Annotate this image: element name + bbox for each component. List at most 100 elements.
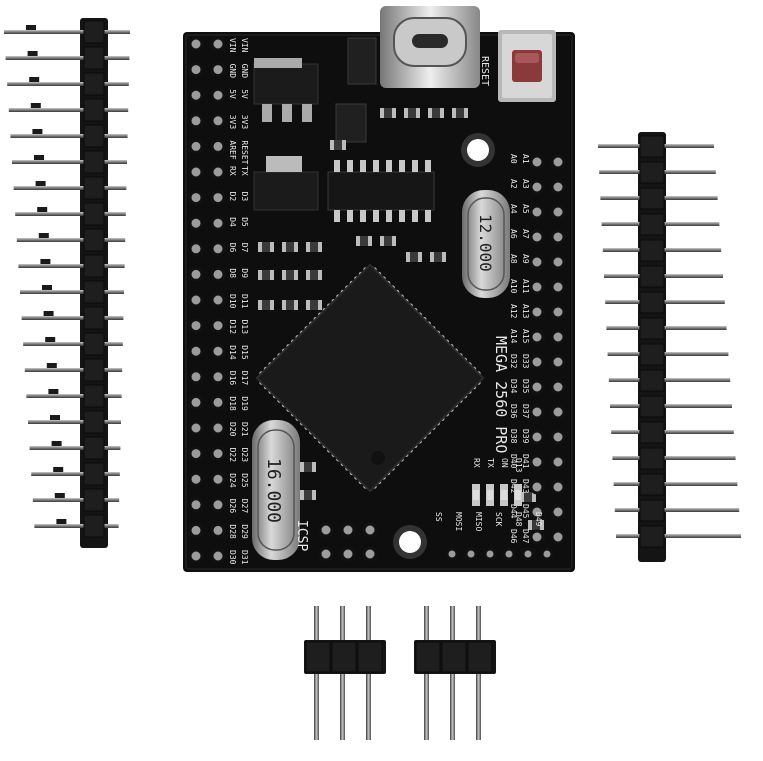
- pin-label: A15: [521, 329, 530, 344]
- pin-pad: [550, 254, 566, 270]
- pin-pad: [210, 318, 226, 334]
- pin-label: SCK: [494, 512, 503, 527]
- pin-pad: [188, 369, 204, 385]
- regulator-chip-2: [253, 171, 319, 211]
- header-pin: [612, 456, 736, 460]
- pin-pad: [210, 266, 226, 282]
- pin-label: RX: [228, 166, 237, 176]
- header-pin: [610, 404, 732, 408]
- pin-pad: [210, 497, 226, 513]
- pin-label: A9: [521, 254, 530, 264]
- icsp-label: ICSP: [294, 520, 309, 551]
- pin-pad: [188, 522, 204, 538]
- pin-pad: [529, 279, 545, 295]
- pin-pad: [445, 547, 459, 561]
- pin-pad: [483, 547, 497, 561]
- pin-label: D6: [228, 243, 237, 253]
- pin-pad: [210, 292, 226, 308]
- pin-pad: [521, 547, 535, 561]
- pin-label: A5: [521, 204, 530, 214]
- pin-pad: [210, 87, 226, 103]
- header-pin: [23, 342, 123, 346]
- right-pin-header: [598, 132, 741, 562]
- pin-pad: [529, 229, 545, 245]
- reset-button: [498, 30, 556, 102]
- pin-label: D19: [240, 396, 249, 411]
- crystal-12mhz: 12.000: [462, 190, 510, 298]
- pin-pad: [550, 479, 566, 495]
- pin-pad: [188, 87, 204, 103]
- pin-label: AREF: [228, 140, 237, 159]
- header-pin: [8, 108, 129, 112]
- pin-pad: [210, 36, 226, 52]
- pin-pad: [529, 154, 545, 170]
- pin-label: D26: [228, 499, 237, 514]
- pin-pad: [188, 138, 204, 154]
- pin-pad: [188, 497, 204, 513]
- small-pin-header-left: [304, 606, 386, 740]
- pin-pad: [550, 429, 566, 445]
- pin-pad: [550, 354, 566, 370]
- small-pin-header-right: [414, 606, 496, 740]
- pin-pad: [210, 62, 226, 78]
- pin-label: D43: [521, 479, 530, 494]
- header-pin: [28, 420, 121, 424]
- pin-label: A10: [509, 279, 518, 294]
- pin-label: TX: [240, 166, 249, 176]
- pin-pad: [188, 446, 204, 462]
- pin-pad: [529, 179, 545, 195]
- crystal-16mhz: 16.000: [252, 420, 300, 560]
- icsp-pad: [340, 546, 356, 562]
- icsp-pad: [318, 522, 334, 538]
- pin-label: MOSI: [454, 512, 463, 531]
- pin-pad: [529, 204, 545, 220]
- crystal-aux-label: 12.000: [476, 214, 495, 272]
- pin-label: A6: [509, 229, 518, 239]
- pin-label: D18: [228, 396, 237, 411]
- pin-label: D13: [240, 320, 249, 335]
- pin-label: D49: [534, 512, 543, 527]
- header-pin: [607, 352, 729, 356]
- pin-pad: [529, 379, 545, 395]
- pin-pad: [550, 529, 566, 545]
- pin-pad: [550, 204, 566, 220]
- header-pin: [4, 30, 130, 34]
- pin-label: D37: [521, 404, 530, 419]
- pin-pad: [550, 379, 566, 395]
- pin-pad: [529, 454, 545, 470]
- pin-pad: [529, 504, 545, 520]
- header-pin: [605, 300, 725, 304]
- regulator-chip: [253, 63, 319, 105]
- pin-pad: [210, 164, 226, 180]
- pin-pad: [188, 292, 204, 308]
- pin-label: A8: [509, 254, 518, 264]
- header-pin: [18, 264, 125, 268]
- usb-c-connector: [380, 6, 480, 88]
- reset-label: RESET: [479, 56, 490, 86]
- usb-serial-chip: [327, 171, 435, 211]
- header-pin: [10, 134, 128, 138]
- pin-pad: [529, 404, 545, 420]
- header-pin: [20, 290, 124, 294]
- header-pin: [611, 430, 734, 434]
- led-label: ON: [500, 458, 509, 468]
- pin-pad: [502, 547, 516, 561]
- pin-pad: [210, 343, 226, 359]
- pin-pad: [210, 241, 226, 257]
- pin-label: D9: [240, 268, 249, 278]
- pin-label: MISO: [474, 512, 483, 531]
- pin-label: A11: [521, 279, 530, 294]
- pin-label: D35: [521, 379, 530, 394]
- pin-pad: [210, 215, 226, 231]
- pin-label: D4: [228, 217, 237, 227]
- pin-label: VIN: [228, 38, 237, 53]
- pin-label: D46: [509, 529, 518, 544]
- icsp-pad: [362, 522, 378, 538]
- led-label: TX: [486, 458, 495, 468]
- pin-pad: [540, 547, 554, 561]
- pin-label: D29: [240, 524, 249, 539]
- pin-label: A12: [509, 304, 518, 319]
- pin-label: 5V: [240, 89, 249, 99]
- pin-label: D27: [240, 499, 249, 514]
- pin-label: D17: [240, 371, 249, 386]
